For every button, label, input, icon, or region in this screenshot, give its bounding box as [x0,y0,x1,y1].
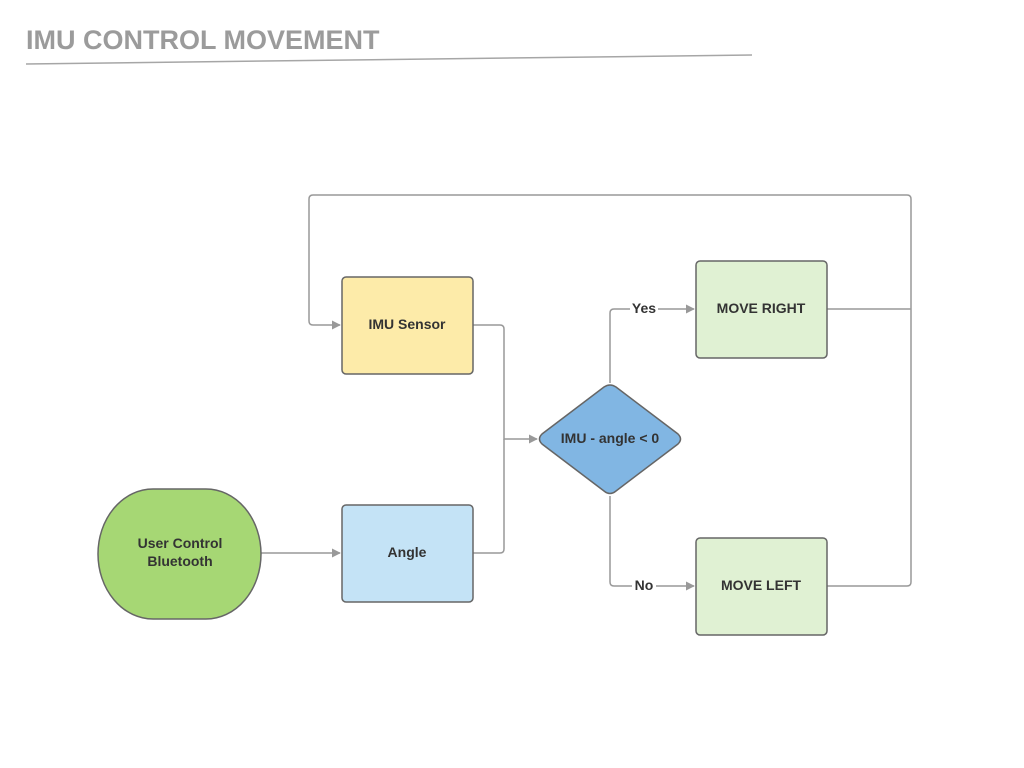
node-imu-sensor-label: IMU Sensor [368,316,446,332]
node-imu-sensor[interactable]: IMU Sensor [341,276,474,375]
connector-angle-to-decision [473,439,505,554]
node-angle-shape [341,504,474,603]
node-user-control[interactable]: User Control Bluetooth [97,488,262,620]
node-move-right-label: MOVE RIGHT [717,300,806,316]
node-user-control-line1: User Control [138,535,223,551]
yes-label-bg [630,299,658,317]
node-decision-shape [538,384,682,495]
connector-imu-to-decision [473,324,538,444]
node-angle-label: Angle [388,544,427,560]
node-move-left-label: MOVE LEFT [721,577,802,593]
node-decision-label: IMU - angle < 0 [561,430,660,446]
node-user-control-line2: Bluetooth [147,553,212,569]
connector-no [609,496,695,591]
title-underline [25,54,753,65]
no-label: No [635,577,654,593]
node-move-left-shape [695,537,828,636]
node-decision[interactable]: IMU - angle < 0 [538,384,682,495]
page-title: IMU CONTROL MOVEMENT [26,25,380,55]
connector-left-loop [308,194,912,587]
node-move-right[interactable]: MOVE RIGHT [695,260,828,359]
node-angle[interactable]: Angle [341,504,474,603]
node-move-left[interactable]: MOVE LEFT [695,537,828,636]
yes-label: Yes [632,300,656,316]
node-move-right-shape [695,260,828,359]
connector-yes [609,304,695,383]
node-user-control-shape [97,488,262,620]
no-label-bg [632,576,656,594]
node-imu-sensor-shape [341,276,474,375]
